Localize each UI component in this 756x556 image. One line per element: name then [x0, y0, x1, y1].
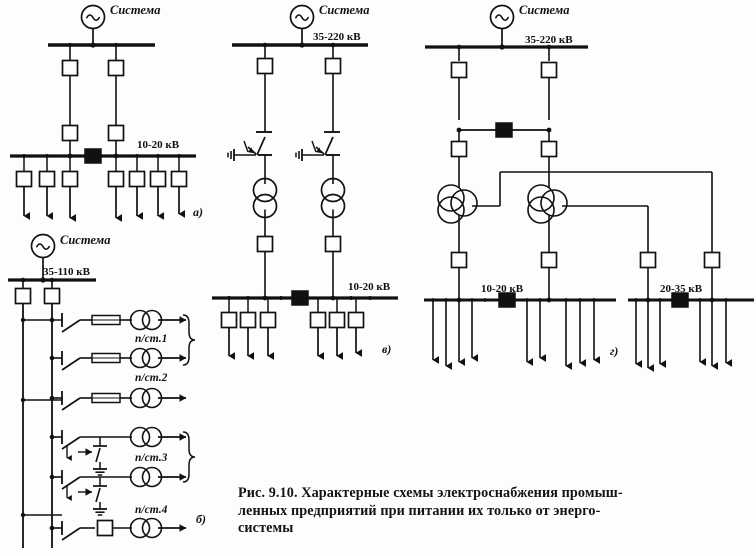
radial-tie-b-2 — [20, 397, 62, 403]
low-breaker-g-3 — [639, 251, 657, 300]
panel-letter-v: в) — [382, 342, 391, 356]
substation-label-b-1: п/ст.1 — [135, 333, 167, 345]
supply-bus-v — [232, 42, 368, 48]
substation-branch-b-4 — [49, 426, 187, 476]
radial-tie-b-3 — [20, 512, 62, 518]
mid-breaker-g-1 — [450, 130, 468, 188]
top-breaker-b-2 — [43, 280, 61, 548]
section-breaker-g-left — [498, 292, 516, 308]
three-winding-transformer-g-2 — [527, 172, 713, 252]
mid-breaker-a-1 — [61, 124, 79, 156]
section-breaker-a — [84, 148, 102, 164]
panel-v: Система 35-220 кВ — [212, 3, 398, 360]
top-breaker-g-1 — [450, 47, 468, 120]
source-label-v: Система — [319, 3, 369, 17]
low-breaker-g-2 — [540, 251, 558, 300]
panel-letter-a: а) — [193, 205, 203, 219]
source-label-b: Система — [60, 233, 110, 247]
brace-b-1 — [182, 314, 196, 366]
source-label-a: Система — [110, 3, 160, 17]
panel-b: Система 35-110 кВ — [8, 233, 206, 548]
top-breaker-a-2 — [107, 45, 125, 125]
source-generator-g — [489, 4, 515, 47]
caption-line-3: системы — [238, 520, 294, 536]
source-generator-v — [289, 4, 315, 45]
substation-branch-b-6 — [49, 517, 187, 541]
section-breaker-v — [291, 290, 309, 306]
bus-voltage-label-b: 35-110 кВ — [43, 266, 91, 278]
figure-caption: Рис. 9.10. Характерные схемы электроснаб… — [238, 485, 750, 538]
bus-voltage-label-v-top: 35-220 кВ — [313, 31, 361, 43]
low-breaker-g-1 — [450, 251, 468, 300]
substation-label-b-3: п/ст.3 — [135, 452, 168, 464]
supply-bus-g — [425, 44, 588, 50]
disconnector-v-2 — [295, 131, 346, 298]
three-winding-transformer-g-1 — [437, 171, 712, 252]
substation-branch-b-3 — [49, 387, 187, 411]
distribution-bus-g-right — [628, 297, 754, 303]
brace-b-2 — [182, 431, 196, 483]
bus-voltage-label-v-low: 10-20 кВ — [348, 281, 391, 293]
panel-g: Система 35-220 кВ — [424, 3, 754, 372]
source-label-g: Система — [519, 3, 569, 17]
caption-line-1: Рис. 9.10. Характерные схемы электроснаб… — [238, 485, 623, 501]
top-breaker-v-2 — [324, 45, 342, 132]
mid-breaker-g-2 — [540, 130, 558, 188]
radial-tie-b-1 — [20, 317, 62, 323]
top-breaker-v-1 — [256, 45, 274, 132]
feeders-v — [220, 298, 365, 360]
mid-breaker-a-2 — [107, 124, 125, 156]
top-breaker-g-2 — [540, 47, 558, 120]
bus-voltage-label-g-left: 10-20 кВ — [481, 283, 524, 295]
bus-voltage-label-a: 10-20 кВ — [137, 139, 180, 151]
panel-a: Система — [10, 3, 203, 222]
feeders-g-right — [635, 300, 732, 372]
top-breaker-a-1 — [61, 45, 79, 125]
low-breaker-g-4 — [703, 251, 721, 300]
section-breaker-g-right — [671, 292, 689, 308]
distribution-bus-g-left — [424, 297, 616, 303]
feeders-a — [15, 156, 188, 222]
panel-letter-b: б) — [196, 512, 206, 526]
substation-label-b-2: п/ст.2 — [135, 372, 168, 384]
top-breaker-b-1 — [14, 280, 32, 548]
cross-tie-g — [456, 122, 552, 138]
substation-branch-b-5 — [49, 466, 187, 516]
bus-voltage-label-g-right: 20-35 кВ — [660, 283, 703, 295]
substation-branch-b-2 — [49, 347, 187, 371]
source-generator-b — [30, 233, 56, 280]
substation-label-b-4: п/ст.4 — [135, 504, 168, 516]
caption-line-2: ленных предприятий при питании их только… — [238, 502, 601, 519]
distribution-bus-a — [10, 153, 196, 159]
substation-branch-b-1 — [49, 309, 187, 333]
feeders-g-left — [432, 300, 600, 370]
disconnector-v-1 — [227, 131, 278, 298]
top-bus-a — [48, 42, 155, 48]
panel-letter-g: г) — [610, 344, 618, 358]
source-generator-a — [80, 4, 106, 45]
bus-voltage-label-g-top: 35-220 кВ — [525, 34, 573, 46]
